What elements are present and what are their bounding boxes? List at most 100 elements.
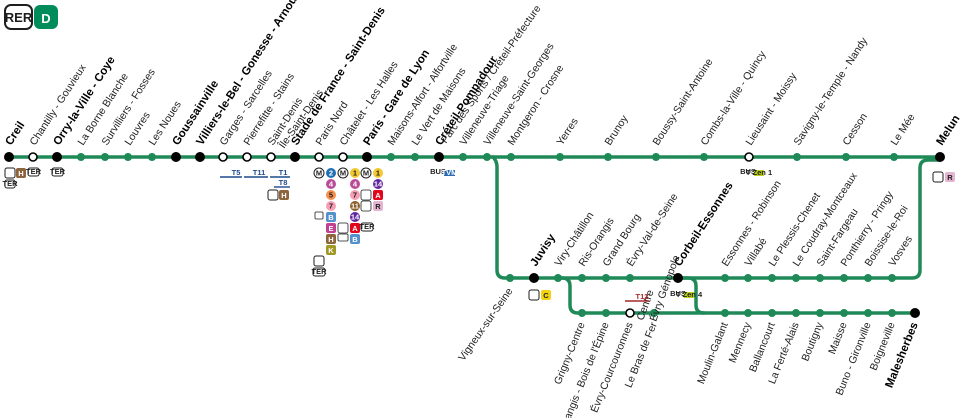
station-dot-ris-orangis[interactable] <box>578 274 586 282</box>
station-dot-saint-fargeau[interactable] <box>816 274 824 282</box>
corbeil-connector-track <box>676 276 706 315</box>
station-dot-chantilly-gouvieux[interactable] <box>28 152 38 162</box>
creteil-bus: BUS <box>430 167 446 176</box>
station-dot-le-vert-de-maisons[interactable] <box>411 153 419 161</box>
station-label-vigneux-sur-seine: Vigneux-sur-Seine <box>456 286 515 364</box>
lieusaint-bus: BUS <box>740 167 756 176</box>
station-dot-lieusaint-moissy[interactable] <box>744 152 754 162</box>
station-dot-paris-nord[interactable] <box>314 152 324 162</box>
station-dot-grigny-centre[interactable] <box>578 309 586 317</box>
saint-denis-t8-text: T8 <box>279 178 288 187</box>
chatelet-b: B <box>352 235 358 244</box>
station-dot-viry-chatillon[interactable] <box>554 274 562 282</box>
corbeil-tzen: T Zen 4 <box>676 290 703 299</box>
station-label-brunoy: Brunoy <box>602 113 631 148</box>
creil-train-icon <box>4 167 16 179</box>
station-label-creil: Creil <box>3 120 27 148</box>
station-dot-la-borne-blanche[interactable] <box>77 153 85 161</box>
station-dot-le-plessis-chenet[interactable] <box>768 274 776 282</box>
station-dot-boussy-saint-antoine[interactable] <box>652 153 660 161</box>
station-dot-juvisy[interactable] <box>529 273 539 283</box>
station-dot-stade-de-france-saint-denis[interactable] <box>290 152 300 162</box>
paris-nord-ter: TER <box>312 267 328 276</box>
station-dot-chatelet-les-halles[interactable] <box>338 152 348 162</box>
melun-branch-track <box>491 155 942 280</box>
paris-nord-e: E <box>328 224 333 233</box>
station-label-melun: Melun <box>934 113 960 147</box>
station-dot-maisons-alfort-alfortville[interactable] <box>387 153 395 161</box>
station-dot-creteil-pompadour[interactable] <box>434 152 444 162</box>
station-dot-corbeil-essonnes[interactable] <box>673 273 683 283</box>
station-dot-melun[interactable] <box>935 152 945 162</box>
station-dot-maisse[interactable] <box>840 309 848 317</box>
creil-ter-text: TER <box>3 179 19 188</box>
station-dot-survilliers-fosses[interactable] <box>101 153 109 161</box>
saint-denis-t1-text: T1 <box>279 168 288 177</box>
station-dot-goussainville[interactable] <box>171 152 181 162</box>
gdl-1: 1 <box>376 169 380 178</box>
pierrefitte-t11-text: T11 <box>253 168 266 177</box>
gdl-a: A <box>375 191 381 200</box>
station-dot-orangis-bois-de-l-epine[interactable] <box>602 309 610 317</box>
station-dot-le-bras-de-fer[interactable] <box>650 309 658 317</box>
rer-logo-text: RER <box>5 10 33 25</box>
station-dot-creil[interactable] <box>4 152 14 162</box>
station-dot-evry-courcouronnes[interactable] <box>625 308 635 318</box>
station-dots <box>4 152 945 318</box>
svg-text:M: M <box>363 169 369 178</box>
garges-t5-text: T5 <box>232 168 241 177</box>
station-dot-essonnes-robinson[interactable] <box>721 274 729 282</box>
station-dot-villabe[interactable] <box>744 274 752 282</box>
saint-denis-h-text: H <box>281 191 286 200</box>
station-dot-pierrefitte-stains[interactable] <box>242 152 252 162</box>
creteil-tvm: TVM <box>442 168 458 177</box>
station-dot-boissise-le-roi[interactable] <box>864 274 872 282</box>
station-dot-evry-val-de-seine[interactable] <box>626 274 634 282</box>
station-dot-yerres[interactable] <box>556 153 564 161</box>
corbeil-bus: BUS <box>670 289 686 298</box>
paris-nord-h: H <box>328 235 333 244</box>
chatelet-7: 7 <box>353 191 357 200</box>
station-dot-mennecy[interactable] <box>744 309 752 317</box>
station-dot-boutigny[interactable] <box>816 309 824 317</box>
station-dot-vigneux-sur-seine[interactable] <box>506 274 514 282</box>
station-label-boutigny: Boutigny <box>799 320 826 363</box>
station-dot-la-ferte-alais[interactable] <box>792 309 800 317</box>
svg-text:M: M <box>316 169 322 178</box>
station-dot-montgeron-crosne[interactable] <box>507 153 515 161</box>
station-dot-boigneville[interactable] <box>888 309 896 317</box>
station-label-maisse: Maisse <box>826 320 850 355</box>
station-dot-buno-gironville[interactable] <box>864 309 872 317</box>
line-d-letter: D <box>41 11 50 26</box>
lower-track <box>560 276 917 315</box>
station-dot-les-noues[interactable] <box>148 153 156 161</box>
station-dot-brunoy[interactable] <box>604 153 612 161</box>
station-label-moulin-galant: Moulin-Galant <box>695 321 731 386</box>
station-dot-louvres[interactable] <box>124 153 132 161</box>
station-dot-grand-bourg[interactable] <box>602 274 610 282</box>
station-dot-saint-denis[interactable] <box>266 152 276 162</box>
station-dot-combs-la-ville-quincy[interactable] <box>700 153 708 161</box>
station-dot-le-mee[interactable] <box>890 153 898 161</box>
station-dot-malesherbes[interactable] <box>910 308 920 318</box>
station-dot-orry-la-ville-coye[interactable] <box>52 152 62 162</box>
station-dot-moulin-galant[interactable] <box>721 309 729 317</box>
melun-r: R <box>947 173 953 182</box>
station-label-lieusaint-moissy: Lieusaint - Moissy <box>743 70 799 148</box>
station-dot-villiers-le-bel-gonesse-arnouville[interactable] <box>195 152 205 162</box>
station-dot-villeneuve-triage[interactable] <box>459 153 467 161</box>
station-dot-ballancourt[interactable] <box>768 309 776 317</box>
chatelet-4: 4 <box>353 180 358 189</box>
creil-h-badge <box>16 168 26 178</box>
station-dot-villeneuve-saint-georges[interactable] <box>483 153 491 161</box>
gdl-r: R <box>375 202 381 211</box>
paris-nord-b: B <box>328 213 334 222</box>
station-dot-le-coudray-montceaux[interactable] <box>792 274 800 282</box>
station-dot-ponthierry-pringy[interactable] <box>840 274 848 282</box>
station-dot-vosves[interactable] <box>888 274 896 282</box>
station-dot-savigny-le-temple-nandy[interactable] <box>793 153 801 161</box>
station-dot-garges-sarcelles[interactable] <box>218 152 228 162</box>
station-dot-cesson[interactable] <box>842 153 850 161</box>
station-dot-paris-gare-de-lyon[interactable] <box>362 152 372 162</box>
